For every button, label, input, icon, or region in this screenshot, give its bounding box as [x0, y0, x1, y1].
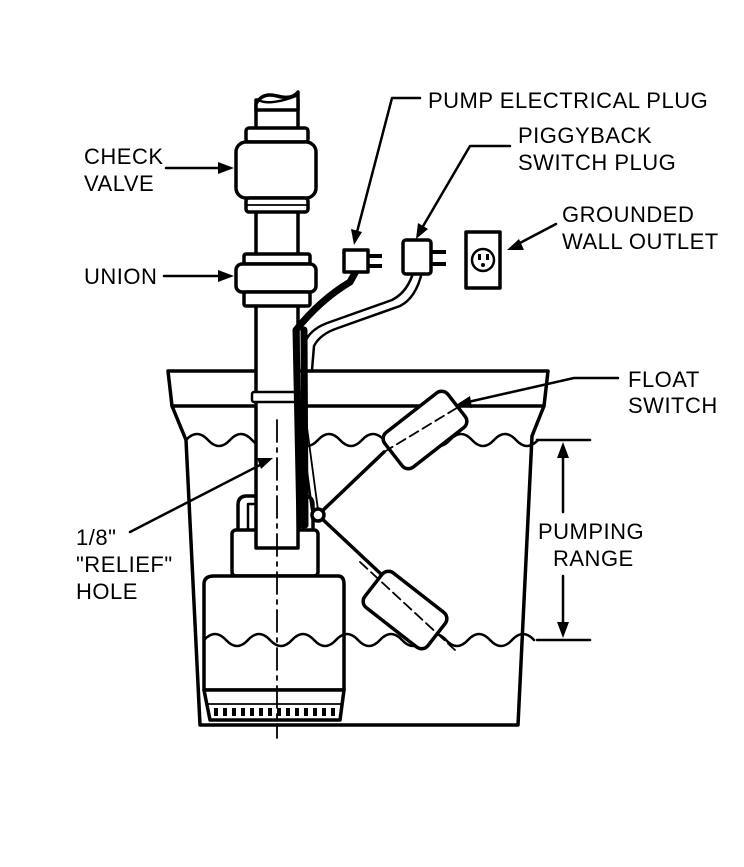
float-switch [310, 389, 471, 651]
relief-hole-label-1: 1/8" [76, 525, 116, 550]
grounded-wall-outlet [464, 230, 502, 290]
pumping-range-dimension [535, 438, 592, 642]
power-cords [292, 260, 424, 529]
pumping-range-label-1: PUMPING [538, 519, 644, 544]
check-valve-label-1: CHECK [84, 144, 164, 169]
float-switch-label-1: FLOAT [628, 367, 700, 392]
piggyback-switch-plug [401, 238, 446, 276]
piggyback-plug-label-1: PIGGYBACK [518, 123, 652, 148]
pump-electrical-plug [342, 248, 382, 274]
wall-outlet-label-1: GROUNDED [562, 202, 694, 227]
pump-plug-label: PUMP ELECTRICAL PLUG [428, 88, 708, 113]
relief-hole-label-2: "RELIEF" [76, 552, 173, 577]
leader-lines [128, 96, 620, 534]
check-valve [234, 126, 318, 214]
high-water-line [184, 432, 540, 448]
pump-intake-slots [214, 708, 335, 716]
relief-hole-label-3: HOLE [76, 579, 138, 604]
low-water-line [202, 632, 536, 648]
check-valve-label-2: VALVE [84, 171, 154, 196]
labels: CHECK VALVE UNION PUMP ELECTRICAL PLUG P… [76, 88, 719, 604]
pipe-union [234, 252, 318, 308]
float-switch-label-2: SWITCH [628, 393, 718, 418]
wall-outlet-label-2: WALL OUTLET [562, 229, 719, 254]
pumping-range-label-2: RANGE [553, 546, 634, 571]
union-label: UNION [84, 264, 157, 289]
piggyback-plug-label-2: SWITCH PLUG [518, 150, 676, 175]
